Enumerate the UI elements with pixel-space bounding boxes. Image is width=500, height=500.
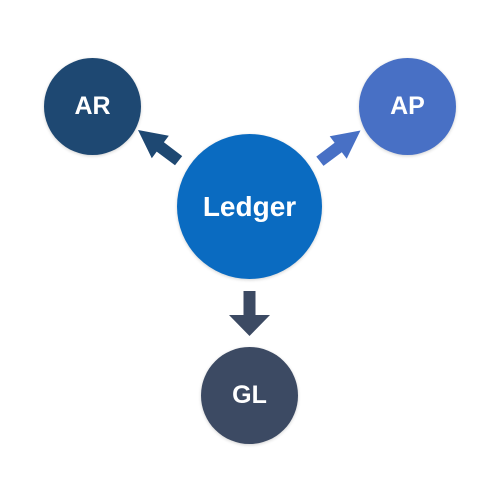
node-ap: AP	[359, 58, 456, 155]
node-ledger-label: Ledger	[202, 190, 297, 222]
node-ar-label: AR	[74, 92, 111, 120]
node-ar: AR	[44, 58, 141, 155]
node-gl: GL	[201, 347, 298, 444]
arrow-to-gl	[229, 291, 270, 336]
arrow-to-ar-shape	[138, 130, 183, 166]
node-ap-label: AP	[390, 92, 425, 120]
arrow-to-ar	[138, 130, 183, 166]
arrow-to-gl-shape	[229, 291, 270, 336]
node-gl-label: GL	[232, 381, 267, 409]
node-ledger: Ledger	[177, 134, 322, 279]
arrow-to-ap	[316, 130, 361, 166]
arrow-to-ap-shape	[316, 130, 361, 166]
